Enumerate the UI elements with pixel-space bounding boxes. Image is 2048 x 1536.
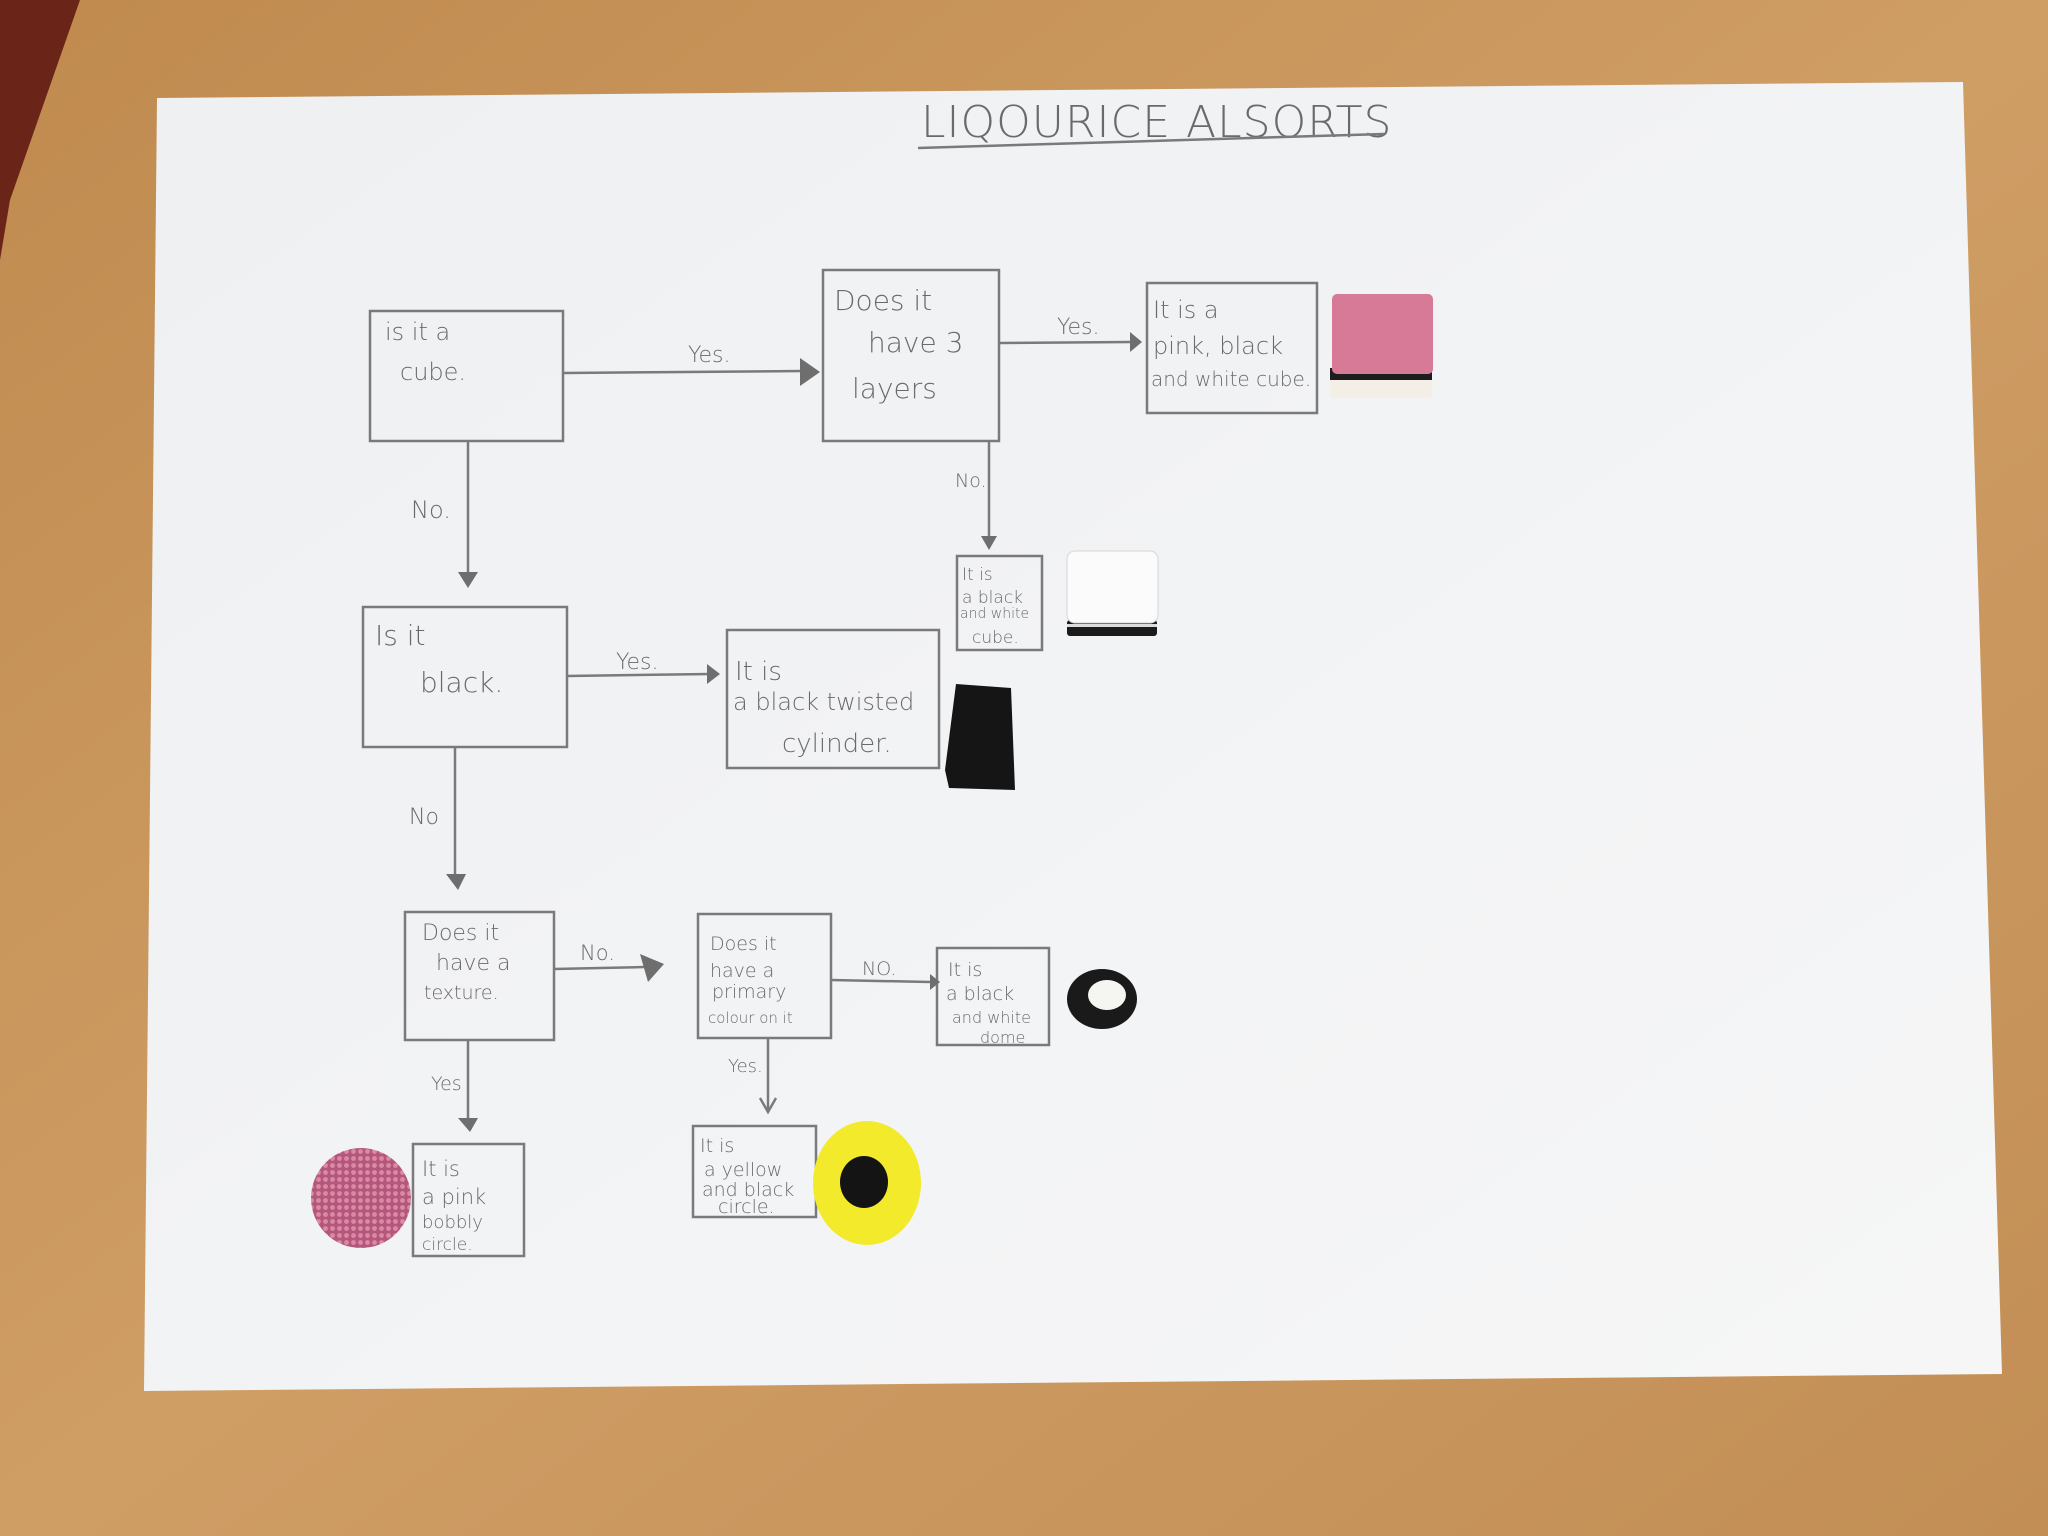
black-white-cube-sweet <box>1066 550 1159 636</box>
edge-texture-no: No. <box>553 941 664 982</box>
diagram-title: LIQOURICE ALSORTS <box>917 97 1392 150</box>
edge-layers-no: No. <box>955 441 997 550</box>
yellow-black-sweet <box>813 1121 921 1245</box>
edge-primary-no: NO. <box>830 958 940 990</box>
svg-text:Yes.: Yes. <box>728 1056 763 1077</box>
pink-layered-cube-sweet <box>1330 294 1433 398</box>
svg-text:Yes: Yes <box>431 1073 462 1095</box>
edge-cube-yes: Yes. <box>562 343 820 386</box>
svg-text:No.: No. <box>411 496 451 524</box>
edge-black-yes: Yes. <box>566 650 720 684</box>
black-twisted-cylinder-sweet <box>945 684 1015 790</box>
svg-text:LIQOURICE ALSORTS: LIQOURICE ALSORTS <box>921 97 1392 148</box>
svg-text:No: No <box>409 805 439 830</box>
black-white-dome-sweet <box>1067 969 1137 1029</box>
edge-layers-yes: Yes. <box>998 315 1142 352</box>
svg-text:No.: No. <box>955 470 987 492</box>
svg-text:No.: No. <box>580 941 615 965</box>
paper-sheet <box>144 82 2002 1391</box>
svg-text:Yes.: Yes. <box>616 650 659 675</box>
edge-primary-yes: Yes. <box>728 1038 778 1115</box>
svg-text:Yes.: Yes. <box>1057 315 1100 340</box>
svg-text:NO.: NO. <box>862 958 896 980</box>
pink-bobbly-sweet <box>311 1148 411 1248</box>
edge-texture-yes: Yes <box>431 1040 478 1132</box>
edge-black-no: No <box>409 747 466 890</box>
svg-text:Yes.: Yes. <box>688 343 731 368</box>
edge-cube-no: No. <box>411 441 478 588</box>
table-edge <box>0 0 80 260</box>
